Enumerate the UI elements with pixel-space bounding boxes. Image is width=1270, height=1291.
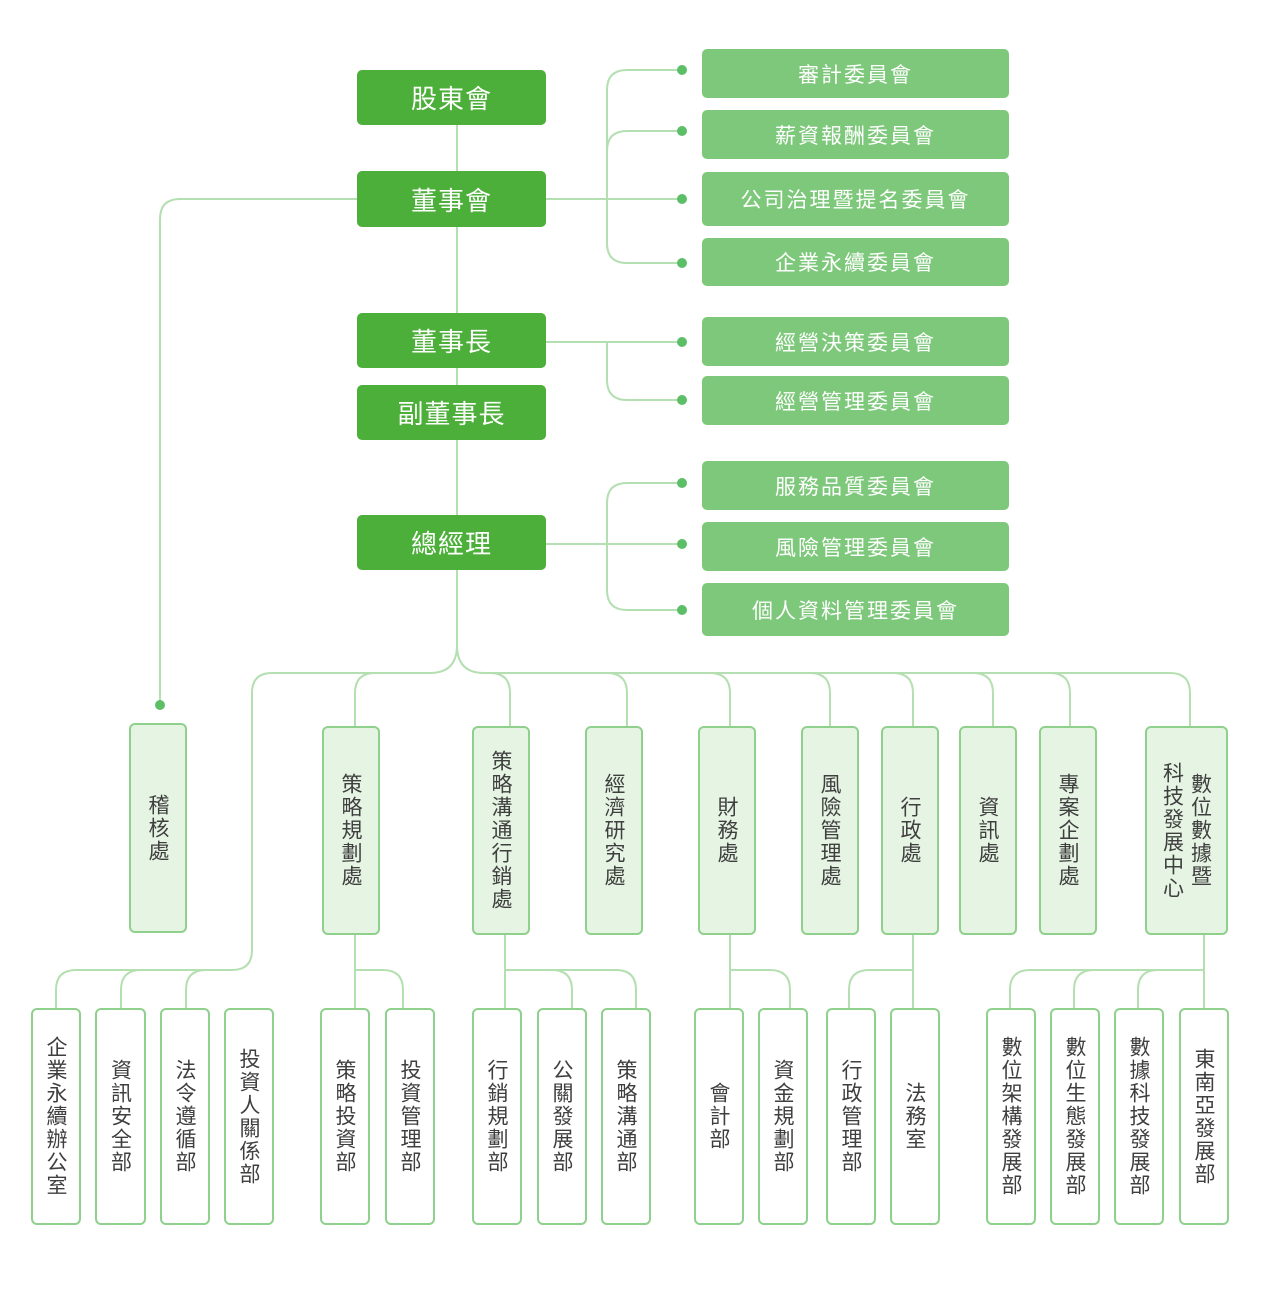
dept-admin-management-label: 行政管理部 <box>839 1059 863 1174</box>
division-finance-label: 財務處 <box>715 796 739 865</box>
dept-fund-planning: 資金規劃部 <box>758 1008 808 1225</box>
committee-governance: 公司治理暨提名委員會 <box>702 172 1009 226</box>
dept-admin-management: 行政管理部 <box>826 1008 876 1225</box>
dept-digital-ecosystem: 數位生態發展部 <box>1050 1008 1100 1225</box>
committee-audit: 審計委員會 <box>702 49 1009 98</box>
division-digital-data: 數位數據暨 科技發展中心 <box>1145 726 1228 935</box>
division-strategy-planning-label: 策略規劃處 <box>339 773 363 888</box>
dept-investor-relations: 投資人關係部 <box>224 1008 274 1225</box>
committee-remuneration: 薪資報酬委員會 <box>702 110 1009 159</box>
dept-investor-relations-label: 投資人關係部 <box>237 1047 261 1186</box>
division-it: 資訊處 <box>959 726 1017 935</box>
dept-compliance-label: 法令遵循部 <box>173 1059 197 1174</box>
committee-sustainability: 企業永續委員會 <box>702 238 1009 286</box>
dept-infosec-label: 資訊安全部 <box>108 1059 133 1174</box>
division-digital-data-label: 數位數據暨 科技發展中心 <box>1160 761 1213 900</box>
division-economic-research: 經濟研究處 <box>585 726 643 935</box>
dept-compliance: 法令遵循部 <box>160 1008 210 1225</box>
committee-service-quality: 服務品質委員會 <box>702 461 1009 510</box>
division-audit: 稽核處 <box>129 723 187 933</box>
division-strategic-marketing-label: 策略溝通行銷處 <box>489 750 513 911</box>
dept-legal: 法務室 <box>890 1008 940 1225</box>
chairman-box: 董事長 <box>357 313 546 368</box>
dept-pr-development: 公關發展部 <box>537 1008 587 1225</box>
committee-personal-data: 個人資料管理委員會 <box>702 583 1009 636</box>
dept-accounting: 會計部 <box>694 1008 744 1225</box>
division-strategic-marketing: 策略溝通行銷處 <box>472 726 530 935</box>
dept-strategic-investment-label: 策略投資部 <box>333 1059 357 1174</box>
division-risk: 風險管理處 <box>801 726 859 935</box>
division-strategy-planning: 策略規劃處 <box>322 726 380 935</box>
dept-infosec: 資訊安全部 <box>95 1008 146 1225</box>
shareholders-box: 股東會 <box>357 70 546 125</box>
division-it-label: 資訊處 <box>976 796 1000 865</box>
division-admin: 行政處 <box>881 726 939 935</box>
committee-risk-management: 風險管理委員會 <box>702 522 1009 571</box>
dept-strategic-investment: 策略投資部 <box>320 1008 370 1225</box>
president-box: 總經理 <box>357 515 546 570</box>
dept-sustainability-office: 企業永續辦公室 <box>31 1008 81 1225</box>
dept-digital-architecture-label: 數位架構發展部 <box>999 1036 1023 1197</box>
dept-accounting-label: 會計部 <box>707 1082 731 1151</box>
division-audit-label: 稽核處 <box>146 793 170 863</box>
dept-data-tech-label: 數據科技發展部 <box>1127 1036 1151 1197</box>
dept-fund-planning-label: 資金規劃部 <box>771 1059 795 1174</box>
dept-legal-label: 法務室 <box>903 1082 927 1151</box>
dept-data-tech: 數據科技發展部 <box>1114 1008 1164 1225</box>
dept-marketing-planning-label: 行銷規劃部 <box>485 1059 509 1174</box>
committee-business-management: 經營管理委員會 <box>702 376 1009 425</box>
division-admin-label: 行政處 <box>898 796 922 865</box>
division-economic-research-label: 經濟研究處 <box>602 773 626 888</box>
dept-pr-development-label: 公關發展部 <box>550 1059 574 1174</box>
dept-marketing-planning: 行銷規劃部 <box>472 1008 522 1225</box>
dept-sustainability-office-label: 企業永續辦公室 <box>44 1036 68 1197</box>
division-project: 專案企劃處 <box>1039 726 1097 935</box>
dept-investment-management-label: 投資管理部 <box>398 1059 422 1174</box>
dept-strategic-communication: 策略溝通部 <box>601 1008 651 1225</box>
dept-sea-development: 東南亞發展部 <box>1179 1008 1229 1225</box>
division-finance: 財務處 <box>698 726 756 935</box>
dept-strategic-communication-label: 策略溝通部 <box>614 1059 638 1174</box>
division-project-label: 專案企劃處 <box>1056 773 1080 888</box>
connector-dots <box>155 65 687 710</box>
dept-sea-development-label: 東南亞發展部 <box>1192 1047 1216 1186</box>
dept-digital-architecture: 數位架構發展部 <box>986 1008 1036 1225</box>
dept-digital-ecosystem-label: 數位生態發展部 <box>1063 1036 1087 1197</box>
dept-investment-management: 投資管理部 <box>385 1008 435 1225</box>
division-risk-label: 風險管理處 <box>818 773 842 888</box>
committee-business-decision: 經營決策委員會 <box>702 317 1009 366</box>
vice-chairman-box: 副董事長 <box>357 385 546 440</box>
board-box: 董事會 <box>357 171 546 227</box>
